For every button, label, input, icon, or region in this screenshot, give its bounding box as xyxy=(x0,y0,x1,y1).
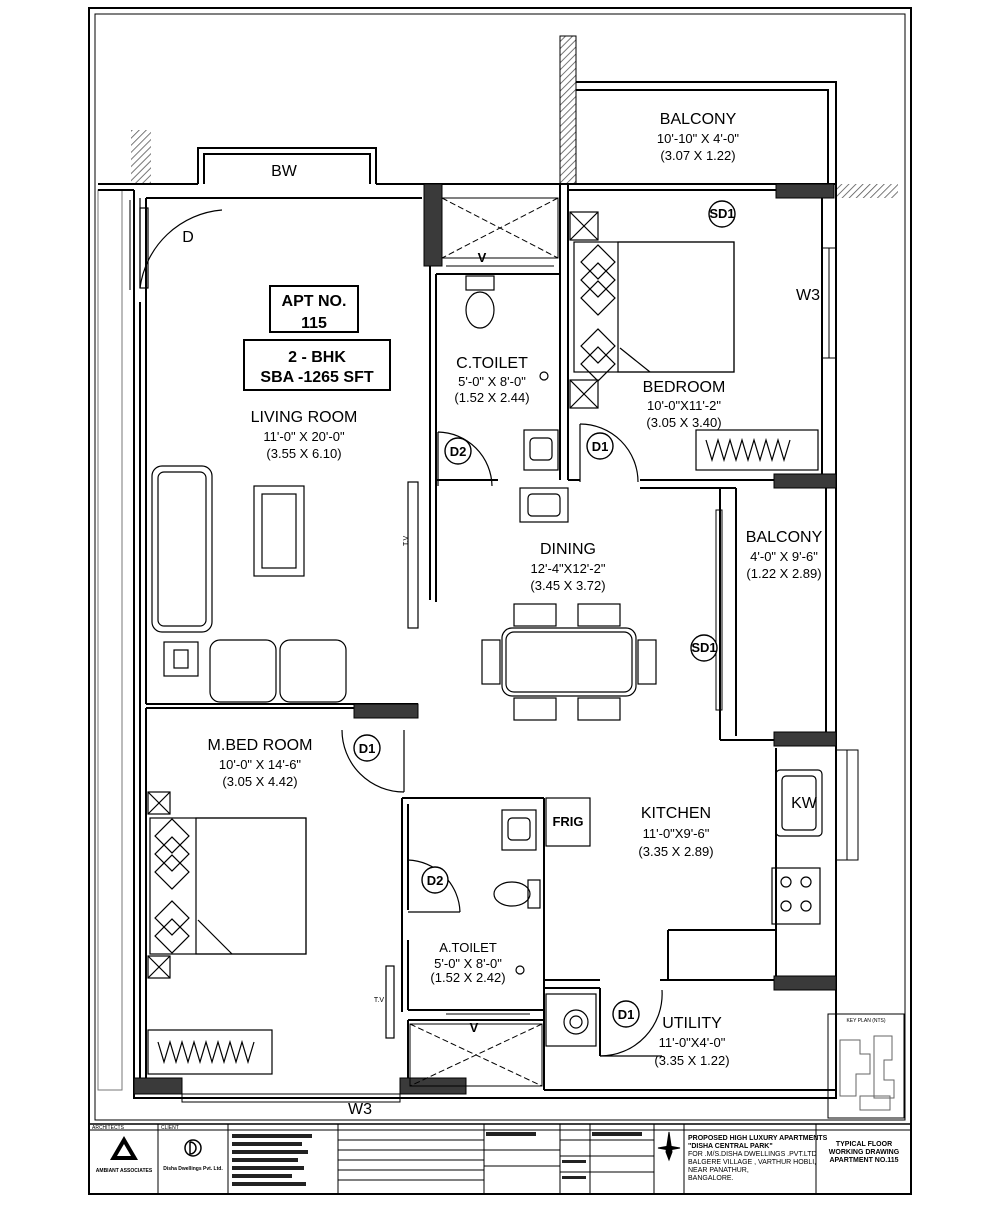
drawing-line-2: WORKING DRAWING xyxy=(829,1149,900,1156)
architects-label: ARCHITECTS xyxy=(92,1125,125,1131)
d2-atoilet-tag: D2 xyxy=(427,873,444,888)
c-toilet-name: C.TOILET xyxy=(456,355,528,372)
bedroom-dim-ft: 10'-0"X11'-2" xyxy=(647,398,721,413)
dining-dim-ft: 12'-4"X12'-2" xyxy=(531,561,606,576)
living-furniture xyxy=(151,465,419,703)
sd1-bed-tag: SD1 xyxy=(709,206,734,221)
m-bed-furniture xyxy=(147,791,395,1075)
project-line-2: "DISHA CENTRAL PARK" xyxy=(688,1143,773,1150)
d1-utility-tag: D1 xyxy=(618,1007,635,1022)
client-label: CLIENT xyxy=(161,1125,179,1131)
c-toilet-dim-m: (1.52 X 2.44) xyxy=(454,390,529,405)
bw-tag: BW xyxy=(271,163,298,180)
tv-living-tag: T.V xyxy=(403,536,410,546)
project-line-4: BALGERE VILLAGE , VARTHUR HOBLI, xyxy=(688,1159,816,1166)
project-line-3: FOR .M/S.DISHA DWELLINGS .PVT.LTD xyxy=(688,1151,817,1158)
main-door xyxy=(139,198,223,289)
balcony-right-name: BALCONY xyxy=(746,529,823,546)
living-name: LIVING ROOM xyxy=(251,409,358,426)
w3-bottom-tag: W3 xyxy=(348,1101,372,1118)
living-dim-m: (3.55 X 6.10) xyxy=(266,446,341,461)
drawing-line-3: APARTMENT NO.115 xyxy=(829,1157,898,1164)
d1-mbed-tag: D1 xyxy=(359,741,376,756)
apt-type: 2 - BHK xyxy=(288,349,346,366)
kitchen-name: KITCHEN xyxy=(641,805,711,822)
bedroom-furniture xyxy=(569,211,819,471)
balcony-top-dim-m: (3.07 X 1.22) xyxy=(660,148,735,163)
project-line-6: BANGALORE. xyxy=(688,1175,734,1182)
dining-dim-m: (3.45 X 3.72) xyxy=(530,578,605,593)
kitchen-dim-ft: 11'-0"X9'-6" xyxy=(643,826,710,841)
drawing-line-1: TYPICAL FLOOR xyxy=(836,1141,892,1148)
apt-type-box xyxy=(243,339,391,391)
client-name: Disha Dwellings Pvt. Ltd. xyxy=(163,1166,223,1172)
bedroom-name: BEDROOM xyxy=(643,379,726,396)
v-top-tag: V xyxy=(478,250,487,265)
main-door-tag: D xyxy=(182,229,194,246)
sd1-balcony-tag: SD1 xyxy=(691,640,716,655)
balcony-top-name: BALCONY xyxy=(660,111,737,128)
balcony-right-dim-m: (1.22 X 2.89) xyxy=(746,566,821,581)
utility-name: UTILITY xyxy=(662,1015,722,1032)
apt-area: SBA -1265 SFT xyxy=(260,369,373,386)
bedroom-dim-m: (3.05 X 3.40) xyxy=(646,415,721,430)
project-line-1: PROPOSED HIGH LUXURY APARTMENTS xyxy=(688,1135,828,1142)
c-toilet-fixtures xyxy=(465,275,569,523)
a-toilet-fixtures xyxy=(493,809,541,975)
shafts xyxy=(409,197,559,1087)
m-bed-dim-ft: 10'-0" X 14'-6" xyxy=(219,757,302,772)
dining-table xyxy=(481,603,657,721)
sheet-border-inner xyxy=(94,13,906,1121)
balcony-right-dim-ft: 4'-0" X 9'-6" xyxy=(750,549,818,564)
apt-number-label: APT NO. xyxy=(282,293,347,310)
v-bottom-tag: V xyxy=(470,1020,479,1035)
interior-doors xyxy=(341,423,663,1057)
a-toilet-name: A.TOILET xyxy=(439,940,497,955)
w3-right-tag: W3 xyxy=(796,287,820,304)
d1-bed-tag: D1 xyxy=(592,439,609,454)
project-line-5: NEAR PANATHUR, xyxy=(688,1167,749,1174)
kw-tag: KW xyxy=(791,795,818,812)
dining-name: DINING xyxy=(540,541,596,558)
hatch-left-stub xyxy=(131,130,151,184)
title-block-fillers xyxy=(232,1132,642,1186)
key-plan: KEY PLAN (NTS) xyxy=(827,1013,905,1119)
architect-logo xyxy=(110,1136,138,1160)
hatch-right-stub xyxy=(836,184,898,198)
apt-number-box xyxy=(269,285,359,333)
hatch-left-edge xyxy=(97,189,123,1091)
utility-dim-ft: 11'-0"X4'-0" xyxy=(659,1035,726,1050)
key-plan-label: KEY PLAN (NTS) xyxy=(846,1018,885,1024)
title-block xyxy=(88,1123,912,1195)
c-toilet-dim-ft: 5'-0" X 8'-0" xyxy=(458,374,526,389)
north-arrow-icon xyxy=(657,1131,681,1162)
door-tag-circles xyxy=(353,200,736,1028)
windows xyxy=(129,183,859,1103)
living-dim-ft: 11'-0" X 20'-0" xyxy=(263,429,345,444)
m-bed-dim-m: (3.05 X 4.42) xyxy=(222,774,297,789)
columns xyxy=(133,183,837,1095)
a-toilet-dim-m: (1.52 X 2.42) xyxy=(430,970,505,985)
apt-number: 115 xyxy=(301,315,327,332)
architect-name: AMBIANT ASSOCIATES xyxy=(96,1168,153,1174)
m-bed-name: M.BED ROOM xyxy=(208,737,313,754)
utility-dim-m: (3.35 X 1.22) xyxy=(654,1053,729,1068)
kitchen-fixtures xyxy=(545,769,823,1047)
d2-ctoilet-tag: D2 xyxy=(450,444,467,459)
balcony-top-dim-ft: 10'-10" X 4'-0" xyxy=(657,131,740,146)
tv-mbed-tag: T.V xyxy=(374,997,384,1004)
kitchen-dim-m: (3.35 X 2.89) xyxy=(638,844,713,859)
hatch-top-column xyxy=(559,35,577,185)
client-logo xyxy=(184,1139,202,1157)
frig-tag: FRIG xyxy=(552,814,583,829)
a-toilet-dim-ft: 5'-0" X 8'-0" xyxy=(434,956,502,971)
